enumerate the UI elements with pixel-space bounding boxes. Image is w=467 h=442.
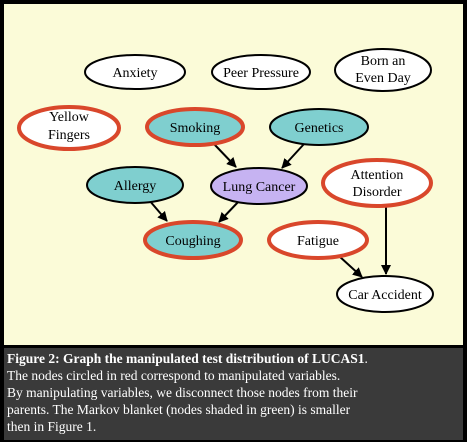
node-allergy-shape bbox=[86, 166, 184, 204]
node-fatigue-label: Fatigue bbox=[297, 234, 339, 249]
caption-title-end: . bbox=[364, 351, 368, 366]
node-genetics-label: Genetics bbox=[295, 121, 344, 136]
node-yellow-fingers-line-2: Fingers bbox=[48, 128, 90, 143]
node-anxiety: Anxiety bbox=[84, 54, 186, 90]
causal-graph: Anxiety Peer Pressure Born an Even Day Y… bbox=[17, 48, 434, 313]
node-peer-pressure-shape bbox=[211, 54, 311, 90]
node-peer-pressure-label: Peer Pressure bbox=[223, 66, 299, 81]
node-born-even-day-shape bbox=[334, 48, 432, 92]
caption-line-2: By manipulating variables, we disconnect… bbox=[7, 385, 358, 400]
node-smoking: Smoking bbox=[145, 107, 245, 147]
edge-lung-cancer-to-coughing bbox=[218, 199, 241, 223]
edge-fatigue-to-car-accident bbox=[338, 255, 363, 278]
figure-caption: Figure 2: Graph the manipulated test dis… bbox=[4, 348, 463, 440]
edge-smoking-to-lung-cancer bbox=[213, 143, 237, 168]
node-attention-disorder-line-2: Disorder bbox=[353, 185, 402, 200]
caption-title-line: Figure 2: Graph the manipulated test dis… bbox=[7, 350, 461, 367]
node-yellow-fingers-line-1: Yellow bbox=[49, 110, 90, 125]
edge-allergy-to-coughing bbox=[148, 199, 168, 222]
caption-line-1: The nodes circled in red correspond to m… bbox=[7, 368, 341, 383]
node-yellow-fingers: Yellow Fingers bbox=[17, 105, 121, 151]
node-lung-cancer: Lung Cancer bbox=[210, 167, 308, 205]
node-born-even-day: Born an Even Day bbox=[334, 48, 432, 92]
node-allergy-label: Allergy bbox=[114, 179, 157, 194]
edges bbox=[148, 143, 391, 278]
node-born-even-day-line-2: Even Day bbox=[355, 71, 411, 86]
node-coughing: Coughing bbox=[143, 220, 243, 260]
node-coughing-shape bbox=[143, 220, 243, 260]
node-smoking-label: Smoking bbox=[170, 121, 221, 136]
diagram-canvas: Anxiety Peer Pressure Born an Even Day Y… bbox=[4, 4, 463, 345]
node-fatigue: Fatigue bbox=[267, 220, 369, 260]
node-car-accident: Car Accident bbox=[336, 275, 434, 313]
node-car-accident-shape bbox=[336, 275, 434, 313]
node-attention-disorder-shape bbox=[321, 158, 433, 208]
node-genetics: Genetics bbox=[269, 108, 369, 146]
node-coughing-label: Coughing bbox=[165, 234, 220, 249]
caption-title: Figure 2: Graph the manipulated test dis… bbox=[7, 351, 365, 366]
caption-line-3: parents. The Markov blanket (nodes shade… bbox=[7, 402, 351, 417]
node-smoking-shape bbox=[145, 107, 245, 147]
node-attention-disorder-line-1: Attention bbox=[351, 168, 404, 183]
node-lung-cancer-shape bbox=[210, 167, 308, 205]
node-yellow-fingers-shape bbox=[17, 105, 121, 151]
node-anxiety-label: Anxiety bbox=[112, 66, 157, 81]
node-fatigue-shape bbox=[267, 220, 369, 260]
node-born-even-day-line-1: Born an bbox=[361, 54, 406, 69]
node-peer-pressure: Peer Pressure bbox=[211, 54, 311, 90]
node-allergy: Allergy bbox=[86, 166, 184, 204]
node-genetics-shape bbox=[269, 108, 369, 146]
node-anxiety-shape bbox=[84, 54, 186, 90]
node-attention-disorder: Attention Disorder bbox=[321, 158, 433, 208]
node-lung-cancer-label: Lung Cancer bbox=[223, 180, 296, 195]
edge-genetics-to-lung-cancer bbox=[281, 143, 305, 169]
caption-line-4: then in Figure 1. bbox=[7, 419, 97, 434]
node-car-accident-label: Car Accident bbox=[348, 288, 422, 303]
